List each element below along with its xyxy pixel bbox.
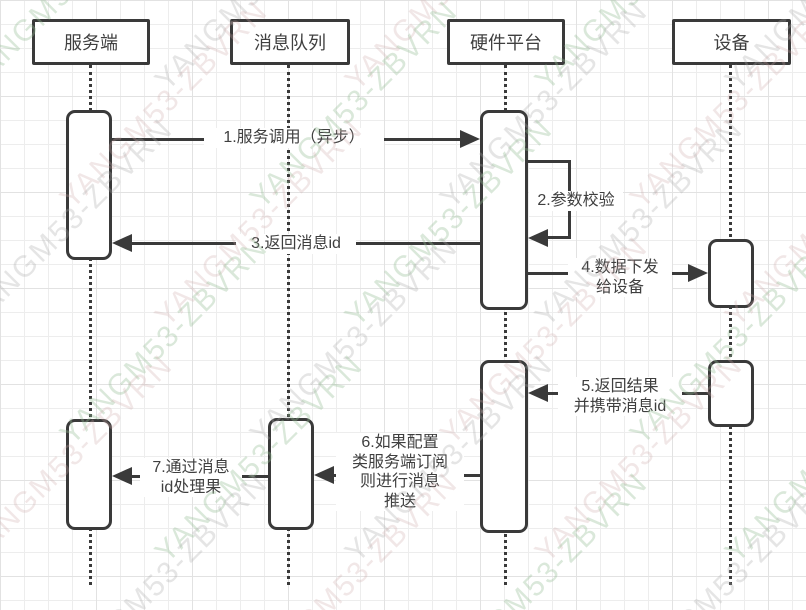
actor-box-queue[interactable]: 消息队列 [230,19,350,65]
message-2-loop-top[interactable] [527,159,571,163]
message-5-label: 5.返回结果 并携带消息id [558,377,682,416]
activation-device-1[interactable] [708,239,754,308]
message-7-arrowhead-left-icon [112,467,132,485]
actor-label-queue: 消息队列 [254,33,326,53]
activation-queue-1[interactable] [268,418,314,530]
lifeline-platform [504,65,507,585]
message-5-arrowhead-left-icon [528,384,548,402]
actor-box-device[interactable]: 设备 [672,19,791,65]
actor-label-device: 设备 [713,33,750,53]
message-6-label: 6.如果配置 类服务端订阅 则进行消息 推送 [336,433,464,511]
activation-server-2[interactable] [66,419,112,530]
activation-platform-1[interactable] [480,110,528,310]
lifeline-device [729,65,732,585]
actor-box-platform[interactable]: 硬件平台 [447,19,565,65]
watermark-text: YANGM53-ZBVRN [433,466,655,610]
actor-box-server[interactable]: 服务端 [32,19,150,65]
message-3-label: 3.返回消息id [236,234,356,254]
activation-platform-2[interactable] [480,360,528,533]
message-4-label: 4.数据下发 给设备 [568,258,672,297]
actor-label-platform: 硬件平台 [470,33,542,53]
message-2-label: 2.参数校验 [529,191,623,211]
watermark-text: YANGM53-ZBVRN [623,466,806,610]
message-2-loop-bottom[interactable] [548,236,571,239]
message-1-label: 1.服务调用（异步） [204,128,384,148]
message-4-arrowhead-right-icon [688,264,708,282]
lifeline-queue [287,65,290,585]
message-7-label: 7.通过消息 id处理果 [140,458,242,497]
activation-server-1[interactable] [66,110,112,260]
message-1-arrowhead-right-icon [460,130,480,148]
message-2-arrowhead-left-icon [528,228,548,247]
message-3-arrowhead-left-icon [112,234,132,252]
activation-device-2[interactable] [708,360,754,427]
lifeline-server [89,65,92,585]
actor-label-server: 服务端 [64,33,118,53]
message-6-arrowhead-left-icon [314,466,334,484]
